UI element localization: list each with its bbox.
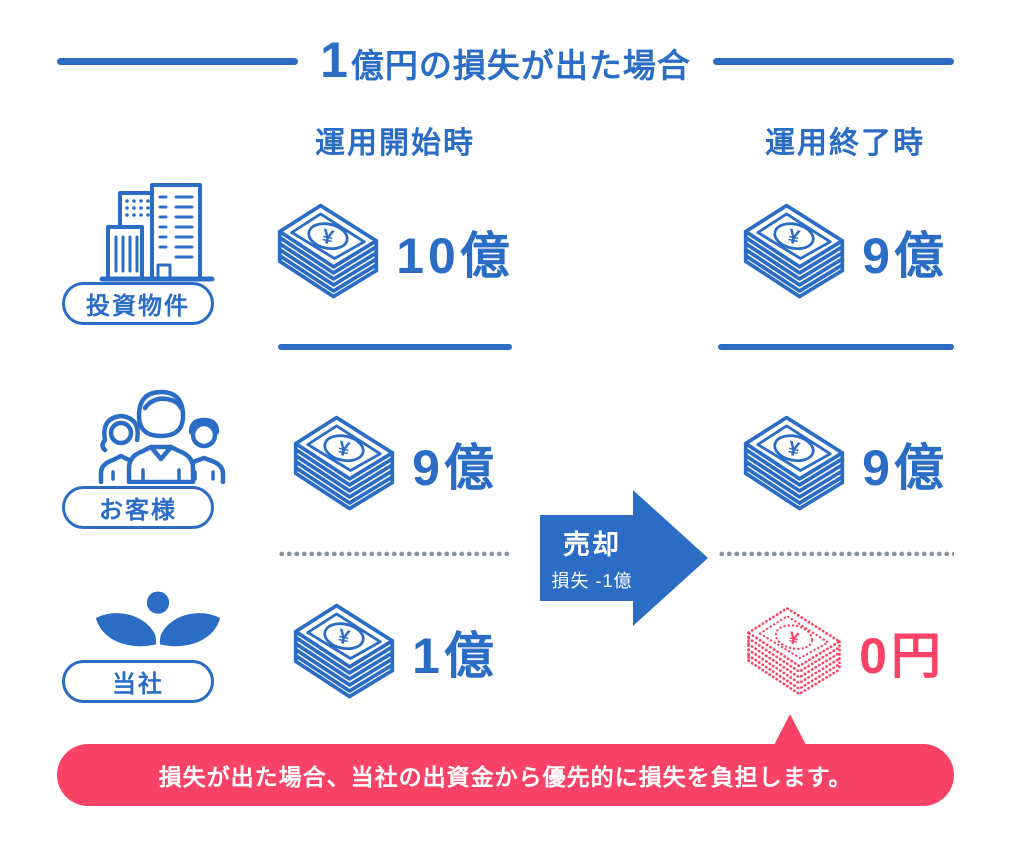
right-arrow-icon (540, 490, 708, 626)
loss-note-banner: 損失が出た場合、当社の出資金から優先的に損失を負担します。 (57, 744, 954, 806)
title-rule-left (57, 57, 299, 65)
svg-text:¥: ¥ (786, 226, 802, 250)
page-title: 1 億円の損失が出た場合 (320, 35, 691, 87)
amount-customers-start: 9億 (412, 440, 498, 496)
money-group-company-start: ¥ 1億 (268, 600, 518, 704)
money-stack-empty-icon: ¥ (747, 606, 841, 696)
separator-solid-right (718, 344, 954, 350)
title-bar: 1 億円の損失が出た場合 (57, 30, 954, 92)
amount-company-end: 0円 (859, 628, 945, 684)
amount-property-start: 10億 (396, 228, 514, 284)
svg-text:¥: ¥ (320, 226, 336, 250)
amount-company-start: 1億 (412, 628, 498, 684)
banner-pointer-triangle (774, 714, 806, 745)
money-group-property-end: ¥ 9億 (718, 200, 968, 304)
money-stack-icon: ¥ (743, 415, 845, 511)
sale-arrow-label: 売却 (563, 530, 621, 560)
page-title-digit: 1 (320, 32, 348, 88)
separator-dotted-left (278, 550, 510, 556)
svg-text:¥: ¥ (787, 627, 801, 649)
svg-text:¥: ¥ (336, 626, 352, 650)
money-group-customers-end: ¥ 9億 (718, 412, 968, 516)
row-label-customers: お客様 (62, 486, 214, 529)
money-group-customers-start: ¥ 9億 (268, 412, 518, 516)
money-stack-icon: ¥ (293, 415, 395, 511)
amount-customers-end: 9億 (862, 440, 948, 496)
title-rule-right (712, 57, 954, 65)
buildings-icon (99, 183, 215, 282)
page-title-text: 億円の損失が出た場合 (350, 47, 691, 84)
money-group-property-start: ¥ 10億 (268, 200, 518, 304)
money-group-company-end: ¥ 0円 (718, 600, 968, 704)
svg-text:¥: ¥ (786, 438, 802, 462)
column-header-end: 運用終了時 (765, 127, 925, 160)
column-header-start: 運用開始時 (315, 127, 475, 160)
row-label-company: 当社 (62, 660, 214, 703)
customers-icon (98, 389, 226, 484)
money-stack-icon: ¥ (278, 203, 379, 299)
money-stack-icon: ¥ (293, 603, 395, 699)
separator-solid-left (278, 344, 512, 350)
separator-dotted-right (718, 550, 954, 556)
sale-arrow: 売却 損失 -1億 (540, 490, 708, 626)
amount-property-end: 9億 (862, 228, 948, 284)
money-stack-icon: ¥ (743, 203, 845, 299)
row-label-property: 投資物件 (62, 282, 214, 325)
company-wings-icon (95, 591, 221, 647)
sale-arrow-sublabel: 損失 -1億 (551, 571, 633, 591)
sale-arrow-text: 売却 損失 -1億 (540, 490, 644, 626)
svg-text:¥: ¥ (336, 438, 352, 462)
